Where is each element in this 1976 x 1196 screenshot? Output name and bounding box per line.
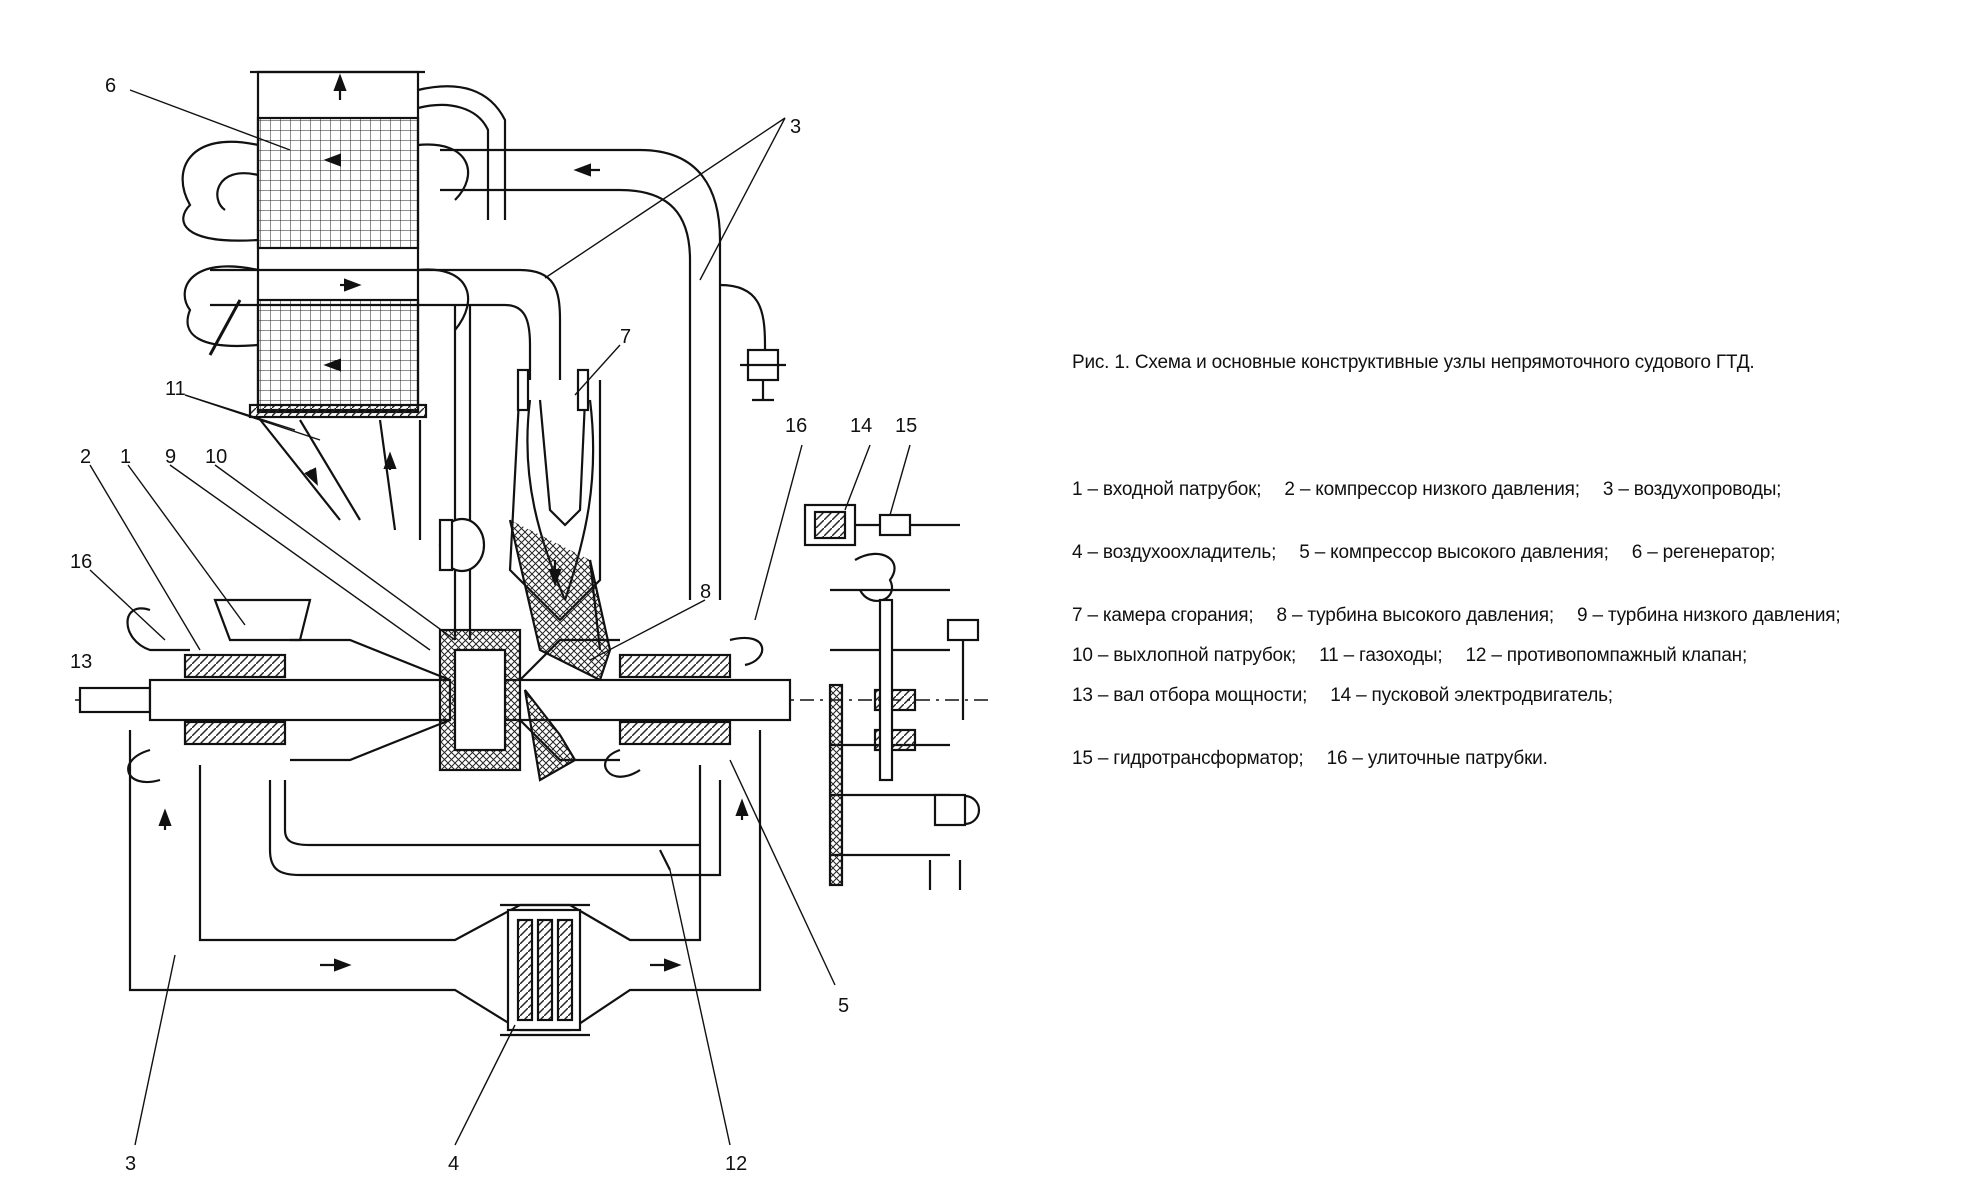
callout-14: 14 xyxy=(850,415,872,437)
air-cooler xyxy=(500,903,590,1037)
callout-13: 13 xyxy=(70,651,92,673)
legend-item: 5 – компрессор высокого давления; xyxy=(1299,542,1609,563)
callout-1: 1 xyxy=(120,446,131,468)
legend-item: 13 – вал отбора мощности; xyxy=(1072,685,1308,706)
regenerator xyxy=(181,70,507,419)
legend-item: 7 – камера сгорания; xyxy=(1072,605,1254,626)
callout-6: 6 xyxy=(105,75,116,97)
callout-8: 8 xyxy=(700,581,711,603)
lp-compressor xyxy=(126,598,451,783)
callout-16a: 16 xyxy=(70,551,92,573)
gearbox xyxy=(803,503,981,890)
legend-item: 8 – турбина высокого давления; xyxy=(1276,605,1555,626)
legend-item: 10 – выхлопной патрубок; xyxy=(1072,645,1297,666)
legend-item: 3 – воздухопроводы; xyxy=(1602,479,1782,500)
legend-item: 16 – улиточные патрубки. xyxy=(1326,748,1548,769)
callout-10: 10 xyxy=(205,446,227,468)
callout-3a: 3 xyxy=(790,116,801,138)
legend-paragraph: 7 – камера сгорания; 8 – турбина высоког… xyxy=(1072,596,1952,716)
legend: 1 – входной патрубок; 2 – компрессор низ… xyxy=(1072,470,1952,802)
legend-item: 6 – регенератор; xyxy=(1631,542,1776,563)
bypass-valve xyxy=(438,305,486,640)
figure-caption: Рис. 1. Схема и основные конструктивные … xyxy=(1072,352,1755,373)
legend-item: 4 – воздухоохладитель; xyxy=(1072,542,1277,563)
callout-5: 5 xyxy=(838,995,849,1017)
legend-item: 9 – турбина низкого давления; xyxy=(1577,605,1841,626)
callout-labels: 6 3 7 11 2 1 9 10 16 14 15 16 8 13 5 3 4… xyxy=(70,75,917,1175)
legend-item: 12 – противопомпажный клапан; xyxy=(1465,645,1748,666)
combustion-chamber xyxy=(508,368,612,682)
callout-4: 4 xyxy=(448,1153,459,1175)
legend-item: 1 – входной патрубок; xyxy=(1072,479,1262,500)
callout-11: 11 xyxy=(165,378,186,400)
engine-casing xyxy=(128,730,762,1032)
callout-9: 9 xyxy=(165,446,176,468)
callout-7: 7 xyxy=(620,326,631,348)
gas-ducts xyxy=(257,416,422,540)
leader-lines xyxy=(89,89,911,1146)
callout-2: 2 xyxy=(80,446,91,468)
air-duct-top xyxy=(210,148,786,600)
hp-compressor xyxy=(519,637,764,782)
legend-paragraph: 1 – входной патрубок; 2 – компрессор низ… xyxy=(1072,470,1952,510)
callout-16b: 16 xyxy=(785,415,807,437)
legend-item: 2 – компрессор низкого давления; xyxy=(1284,479,1580,500)
legend-item: 11 – газоходы; xyxy=(1319,645,1443,666)
callout-3b: 3 xyxy=(125,1153,136,1175)
legend-item: 14 – пусковой электродвигатель; xyxy=(1330,685,1613,706)
legend-paragraph: 4 – воздухоохладитель; 5 – компрессор вы… xyxy=(1072,533,1952,573)
legend-paragraph: 15 – гидротрансформатор; 16 – улиточные … xyxy=(1072,739,1952,779)
callout-12: 12 xyxy=(725,1153,747,1175)
callout-15: 15 xyxy=(895,415,917,437)
legend-item: 15 – гидротрансформатор; xyxy=(1072,748,1304,769)
